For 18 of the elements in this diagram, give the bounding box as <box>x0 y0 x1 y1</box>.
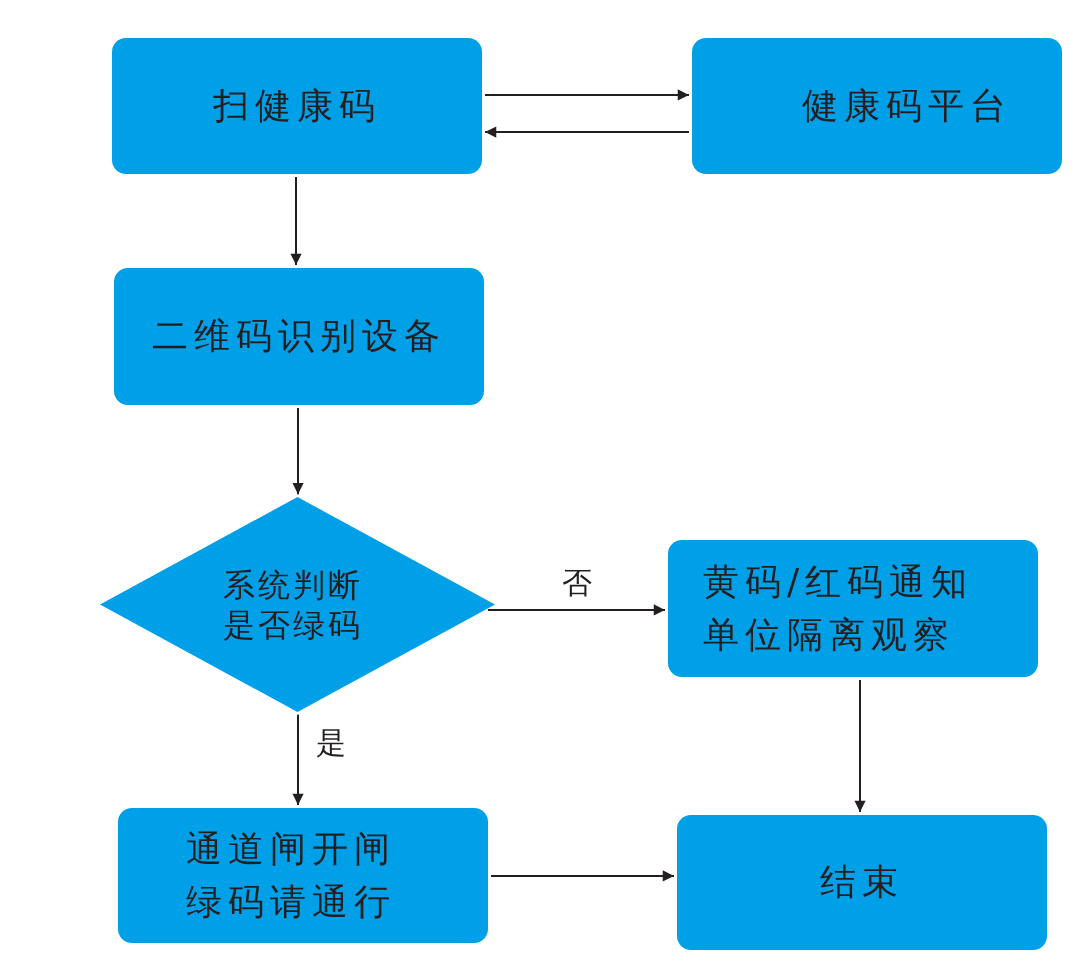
process-box: 健康码平台 <box>692 38 1062 174</box>
process-box: 扫健康码 <box>112 38 482 174</box>
arrow <box>292 407 304 496</box>
arrow <box>490 870 675 882</box>
process-box: 通道闸开闸绿码请通行 <box>118 808 488 943</box>
process-box: 二维码识别设备 <box>114 268 484 405</box>
arrow <box>854 679 866 813</box>
diamond-label: 系统判断是否绿码 <box>222 564 364 645</box>
edge-label: 是 <box>316 726 346 759</box>
process-box: 黄码/红码通知单位隔离观察 <box>668 540 1038 677</box>
edge-label: 否 <box>562 566 592 599</box>
arrow <box>292 713 304 806</box>
process-box: 结束 <box>677 815 1047 950</box>
decision-diamond <box>100 497 495 712</box>
arrow <box>290 176 302 266</box>
arrow <box>484 89 690 101</box>
arrow <box>484 126 690 138</box>
arrow <box>486 604 666 616</box>
